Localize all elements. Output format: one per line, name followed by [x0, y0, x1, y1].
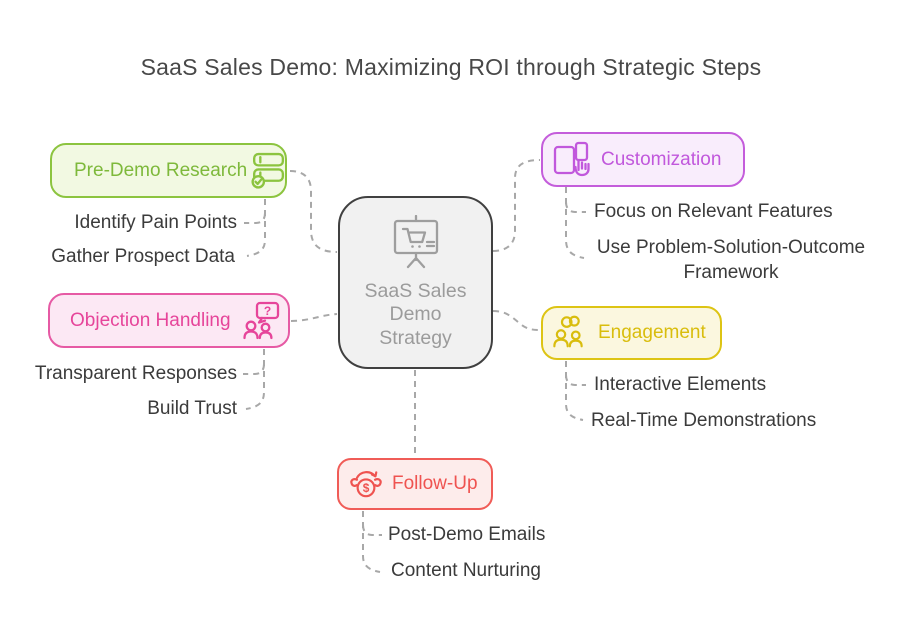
branch-item: Post-Demo Emails [388, 524, 546, 545]
money-cycle-icon: $ [347, 465, 385, 503]
link-center-customization [492, 159, 541, 252]
link-center-engagement [492, 310, 541, 331]
branch-node-pre-demo-research: Pre-Demo Research [50, 143, 287, 198]
trunk-customization [565, 187, 585, 259]
branch-label: Engagement [598, 322, 706, 343]
branch-node-objection-handling: Objection Handling ? [48, 293, 290, 348]
branch-item: Identify Pain Points [74, 212, 237, 233]
hook-objection [243, 363, 265, 375]
branch-item: Real-Time Demonstrations [591, 410, 817, 431]
branch-item: Focus on Relevant Features [594, 201, 833, 222]
hook-predemo [244, 212, 266, 224]
question-people-icon: ? [242, 301, 282, 341]
branch-item: Build Trust [147, 398, 237, 419]
branch-label: Customization [601, 148, 722, 170]
central-node-label: SaaS Sales Demo Strategy [364, 279, 467, 349]
page-title: SaaS Sales Demo: Maximizing ROI through … [140, 54, 762, 80]
branch-node-customization: Customization [541, 132, 745, 187]
hook-engagement [565, 374, 586, 386]
hook-customization [565, 201, 586, 213]
link-predemo-center [289, 170, 338, 253]
svg-text:?: ? [264, 303, 271, 317]
branch-item: Content Nurturing [391, 560, 541, 581]
branch-node-engagement: Engagement [541, 306, 722, 360]
branch-item: Use Problem-Solution-Outcome Framework [596, 237, 866, 283]
branch-node-follow-up: $ Follow-Up [337, 458, 493, 510]
branch-label: Objection Handling [70, 309, 231, 331]
central-node: SaaS Sales Demo Strategy [338, 196, 493, 369]
branch-label: Follow-Up [392, 473, 478, 494]
trunk-objection [245, 349, 265, 410]
demo-presentation-cart-icon [392, 214, 440, 276]
branch-item: Transparent Responses [34, 363, 237, 384]
devices-touch-icon [552, 140, 592, 180]
trunk-engagement [565, 361, 584, 421]
branch-item: Interactive Elements [594, 374, 767, 395]
link-objection-center [290, 313, 338, 322]
branch-label: Pre-Demo Research [74, 159, 248, 181]
trunk-followup [362, 511, 381, 573]
checklist-stack-icon [247, 150, 288, 191]
trunk-predemo [246, 199, 266, 257]
branch-item: Gather Prospect Data [51, 246, 235, 267]
hook-followup [362, 524, 382, 536]
svg-text:$: $ [363, 481, 370, 495]
rings-people-icon [552, 314, 590, 352]
